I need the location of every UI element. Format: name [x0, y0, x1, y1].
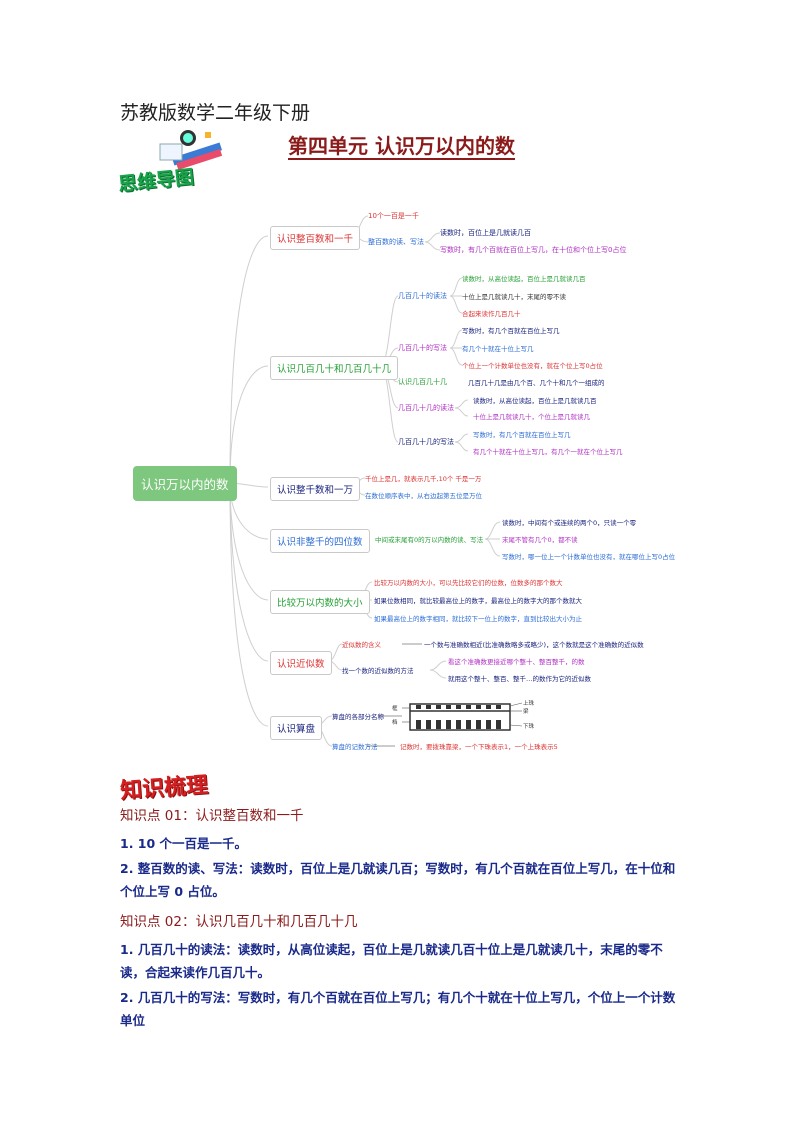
b6-sub: 近似数的含义: [342, 641, 381, 649]
b5-leaf: 如果位数相同，就比较最高位上的数字，最高位上的数字大的那个数就大: [374, 597, 582, 605]
b2-leaf: 写数时，有几个百就在百位上写几: [473, 431, 571, 439]
branch-compare-numbers: 比较万以内数的大小: [270, 590, 370, 614]
b2-sub: 几百几十的写法: [398, 344, 447, 352]
b6-sub: 找一个数的近似数的方法: [342, 667, 414, 675]
b2-sub: 几百几十几的写法: [398, 438, 454, 446]
mind-map: 上珠 梁 下珠 框 档 认识万以内的数 认识整百数和一千 10个一百是一千 整百…: [110, 200, 690, 760]
b6-leaf: 一个数与准确数相近(比准确数略多或略少)，这个数就是这个准确数的近似数: [424, 641, 644, 649]
b6-leaf: 看这个准确数更接近哪个整十、整百整千，的数: [448, 658, 585, 666]
b4-leaf: 写数时，哪一位上一个计数单位也没有，就在哪位上写0占位: [502, 553, 676, 561]
b5-leaf: 如果最高位上的数字相同，就比较下一位上的数字，直到比较出大小为止: [374, 615, 582, 623]
mindmap-root: 认识万以内的数: [133, 466, 237, 501]
kp2-paragraph-1: 1. 几百几十的读法：读数时，从高位读起，百位上是几就读几百十位上是几就读几十，…: [120, 942, 663, 980]
books-illustration-icon: [159, 130, 223, 170]
kp2-paragraph-2: 2. 几百几十的写法：写数时，有几个百就在百位上写几；有几个十就在十位上写几，个…: [120, 990, 676, 1028]
b1-node: 整百数的读、写法: [368, 238, 424, 246]
branch-approximate-numbers: 认识近似数: [270, 651, 332, 675]
b1-leaf: 读数时，百位上是几就读几百: [440, 229, 531, 237]
b5-leaf: 比较万以内数的大小，可以先比较它们的位数，位数多的那个数大: [374, 579, 563, 587]
knowledge-heading: 知识梳理: [119, 771, 209, 805]
knowledge-point-1-title: 知识点 01：认识整百数和一千: [120, 808, 304, 824]
abacus-label-upper: 上珠: [523, 699, 535, 707]
abacus-icon: [402, 702, 523, 731]
branch-four-digit-numbers: 认识非整千的四位数: [270, 529, 370, 553]
b7-sub: 算盘的各部分名称: [332, 713, 384, 721]
abacus-label-frame: 框: [392, 704, 398, 712]
b6-leaf: 就用这个整十、整百、整千…的数作为它的近似数: [448, 675, 591, 683]
b3-leaf: 千位上是几，就表示几千,10个 千是一万: [365, 475, 482, 483]
kp1-paragraph-2: 2. 整百数的读、写法：读数时，百位上是几就读几百；写数时，有几个百就在百位上写…: [120, 861, 676, 899]
b2-sub: 几百几十的读法: [398, 292, 447, 300]
b2-leaf: 写数时，有几个百就在百位上写几: [462, 327, 560, 335]
b2-leaf: 十位上是几就读几十，末尾的零不读: [462, 293, 566, 301]
b1-leaf: 写数时，有几个百就在百位上写几，在十位和个位上写0占位: [440, 246, 627, 254]
b2-leaf: 读数时，从高位读起，百位上是几就读几百: [473, 397, 597, 405]
b2-leaf: 有几个十就在十位上写几，有几个一就在个位上写几: [473, 448, 623, 456]
mindmap-heading: 思维导图: [117, 166, 196, 196]
b2-leaf: 有几个十就在十位上写几: [462, 345, 534, 353]
knowledge-point-2-title: 知识点 02：认识几百几十和几百几十几: [120, 914, 358, 930]
b2-sub: 几百几十几的读法: [398, 404, 454, 412]
b2-leaf: 合起来读作几百几十: [462, 310, 521, 318]
abacus-label-beam: 梁: [523, 707, 529, 715]
b7-leaf: 记数时，要拨珠靠梁，一个下珠表示1，一个上珠表示5: [400, 743, 558, 751]
b2-leaf: 十位上是几就读几十，个位上是几就读几: [473, 413, 590, 421]
branch-hundreds-thousand: 认识整百数和一千: [270, 226, 361, 250]
branch-hundreds-tens-ones: 认识几百几十和几百几十几: [270, 356, 399, 380]
b3-leaf: 在数位顺序表中，从右边起第五位是万位: [365, 492, 482, 500]
b2-leaf: 读数时，从高位读起，百位上是几就读几百: [462, 275, 586, 283]
b4-sub: 中间或末尾有0的万以内数的读、写法: [375, 536, 484, 544]
b4-leaf: 末尾不管有几个0，都不读: [502, 536, 578, 544]
branch-abacus: 认识算盘: [270, 716, 323, 740]
abacus-label-rod: 档: [392, 718, 398, 726]
b7-sub: 算盘的记数方法: [332, 743, 378, 751]
b2-leaf: 个位上一个计数单位也没有，就在个位上写0占位: [462, 362, 603, 370]
b4-leaf: 读数时，中间有个或连续的两个0，只读一个零: [502, 519, 637, 527]
branch-thousands-ten-thousand: 认识整千数和一万: [270, 477, 361, 501]
document-series-title: 苏教版数学二年级下册: [120, 102, 311, 124]
b1-node: 10个一百是一千: [368, 212, 419, 220]
abacus-label-lower: 下珠: [523, 722, 535, 730]
kp1-paragraph-1: 1. 10 个一百是一千。: [120, 836, 248, 851]
b2-sub: 认识几百几十几: [398, 378, 447, 386]
unit-title: 第四单元 认识万以内的数: [288, 134, 515, 160]
b2-leaf: 几百几十几是由几个百、几个十和几个一组成的: [468, 379, 605, 387]
